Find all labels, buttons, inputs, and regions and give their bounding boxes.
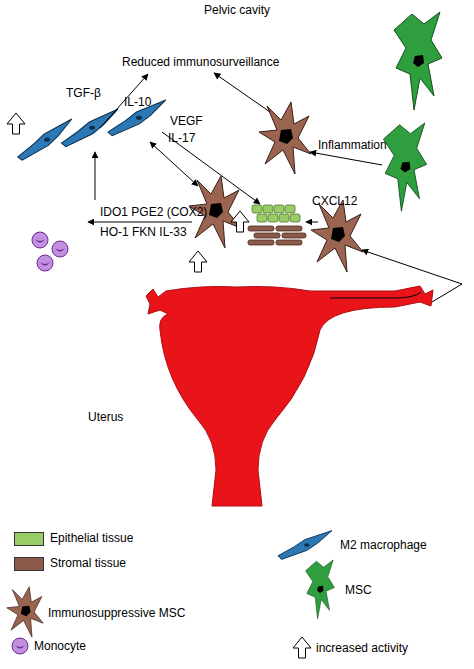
increase-arrow: [7, 113, 25, 134]
increase-arrow: [231, 211, 249, 232]
monocyte-cell: [32, 232, 48, 248]
legend-text: MSC: [345, 583, 474, 597]
increase-arrow: [189, 251, 207, 272]
legend-text: Immunosuppressive MSC: [48, 606, 198, 620]
legend-msc: [306, 560, 335, 619]
arrow-line: [162, 132, 260, 204]
chemokine-label: CXCL12: [312, 194, 382, 208]
legend-swatch: [14, 557, 44, 571]
legend-macrophage: [278, 531, 332, 560]
uterus-shape: [146, 286, 433, 506]
immunosuppressive-msc: [259, 102, 311, 174]
stromal-tissue: [248, 226, 306, 245]
process-label: Inflammation: [318, 138, 408, 152]
cytokine-label: IL-17: [168, 131, 218, 145]
arrow-line: [362, 250, 462, 302]
legend-text: increased activity: [316, 641, 466, 655]
epithelial-tissue: [252, 205, 300, 222]
monocyte-cell: [52, 241, 68, 257]
msc-cell: [383, 123, 426, 211]
legend-text: Epithelial tissue: [50, 531, 200, 545]
monocyte-cell: [37, 255, 53, 271]
region-title: Pelvic cavity: [0, 3, 474, 17]
arrow-line: [150, 142, 198, 186]
legend-text: Monocyte: [34, 639, 184, 653]
legend-text: M2 macrophage: [340, 538, 474, 552]
cytokine-label: IL-10: [124, 95, 174, 109]
outcome-label: Reduced immunosurveillance: [122, 55, 312, 69]
legend-increase-arrow: [293, 637, 311, 658]
organ-label: Uterus: [88, 410, 158, 424]
arrow-line: [95, 152, 96, 200]
cytokine-label: VEGF: [170, 114, 220, 128]
mediator-label: HO-1 FKN IL-33: [100, 225, 230, 239]
immunosuppressive-msc: [311, 200, 363, 272]
legend-immunosuppressive-msc: [7, 587, 43, 637]
arrow-line: [310, 152, 382, 165]
arrow-line: [306, 222, 318, 223]
msc-cell: [394, 12, 442, 110]
cytokine-label: TGF-β: [66, 86, 126, 100]
legend-swatch: [14, 532, 44, 546]
arrow-line: [214, 73, 270, 112]
arrow-group: [88, 73, 462, 302]
legend-monocyte: [12, 638, 28, 654]
tube-line: [330, 292, 421, 298]
mediator-label: IDO1 PGE2 (COX2): [100, 205, 230, 219]
legend-text: Stromal tissue: [50, 556, 200, 570]
macrophage-group: [7, 100, 168, 161]
arrow-line: [88, 222, 192, 223]
